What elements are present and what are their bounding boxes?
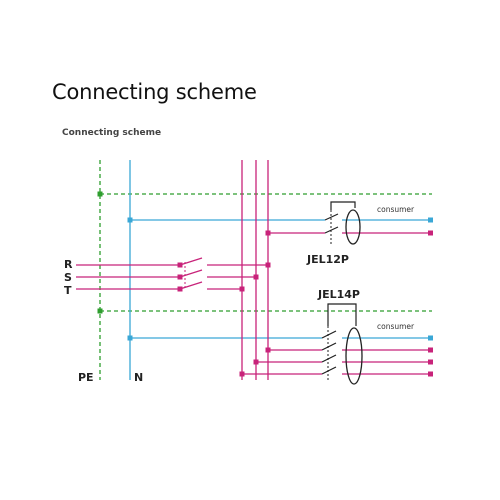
pe-bus (97, 160, 432, 380)
device-2-name: JEL14P (317, 288, 360, 301)
neutral-bus (127, 160, 433, 380)
page-title: Connecting scheme (52, 80, 257, 104)
device-2-wiring (239, 303, 433, 385)
phase-buses (241, 160, 269, 380)
phase-label-s: S (64, 271, 72, 284)
diagram-subtitle: Connecting scheme (62, 128, 161, 138)
device-1-name: JEL12P (306, 253, 349, 266)
phase-label-t: T (64, 284, 72, 297)
phase-inputs (76, 257, 268, 290)
pe-label: PE (78, 371, 94, 384)
phase-label-r: R (64, 258, 73, 271)
n-label: N (134, 371, 143, 384)
device-1-wiring (265, 201, 433, 245)
consumer-label-1: consumer (377, 205, 415, 214)
consumer-label-2: consumer (377, 322, 415, 331)
